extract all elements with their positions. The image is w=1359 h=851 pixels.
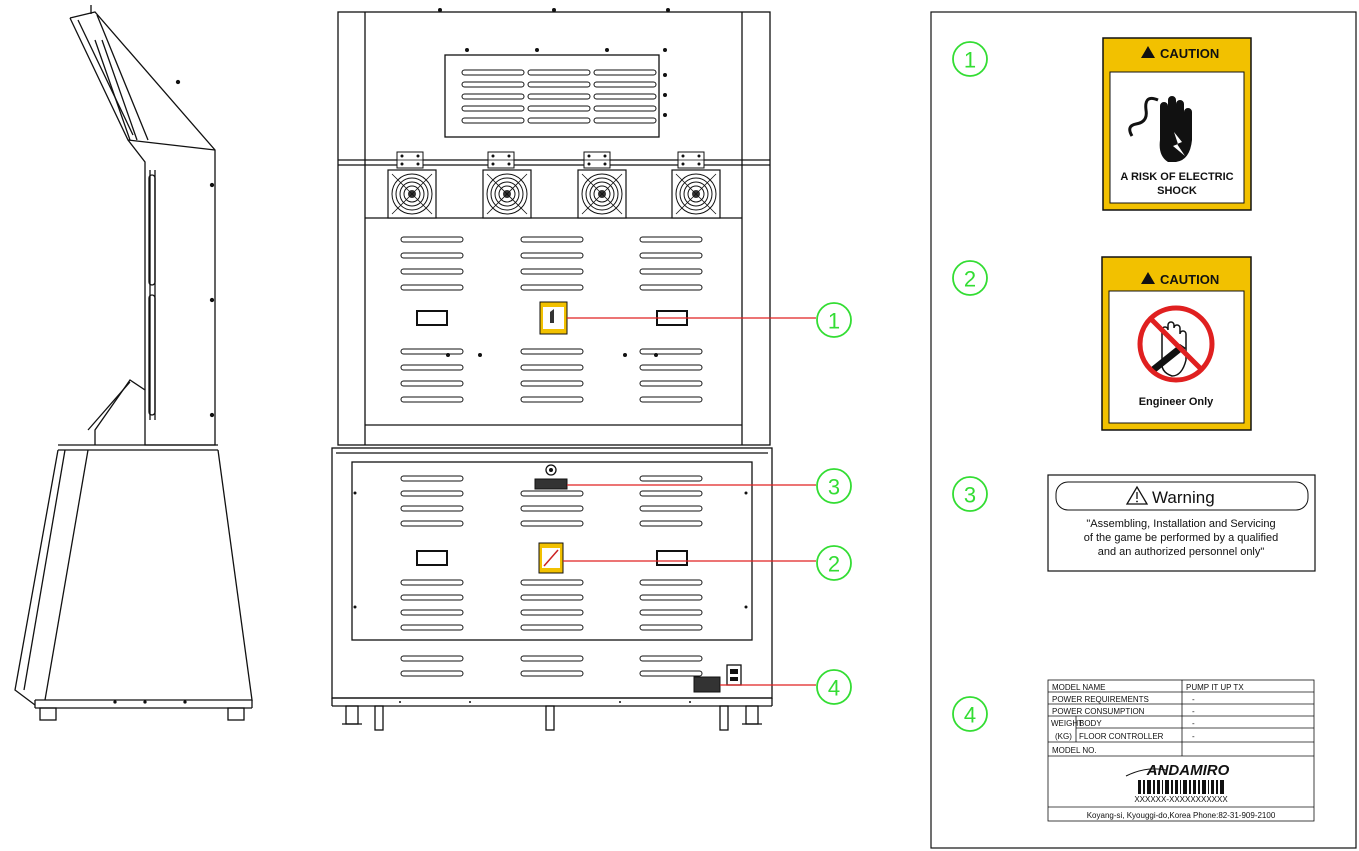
nameplate-value-power-req: - — [1192, 695, 1195, 704]
nameplate-label-power-req: POWER REQUIREMENTS — [1052, 695, 1149, 704]
sticker-2-header: CAUTION — [1160, 272, 1219, 287]
nameplate-label-floor: FLOOR CONTROLLER — [1079, 732, 1164, 741]
callout-3-circle — [816, 468, 852, 504]
leader-lines — [563, 317, 816, 686]
no-touch-icon — [1137, 305, 1215, 383]
sticker-4-marker — [693, 676, 721, 693]
warning-triangle-icon — [1125, 485, 1149, 505]
legend-callout-1-number: 1 — [964, 48, 976, 73]
warning-triangle-icon — [1141, 46, 1155, 58]
legend-callout-4 — [952, 696, 988, 732]
nameplate-value-floor: - — [1192, 732, 1195, 741]
nameplate-value-model-name: PUMP IT UP TX — [1186, 683, 1244, 692]
nameplate-value-power-cons: - — [1192, 707, 1195, 716]
sticker-3-marker — [534, 478, 568, 490]
nameplate-address: Koyang-si, Kyouggi-do,Korea Phone:82-31-… — [1087, 811, 1276, 820]
sticker-2-footer: Engineer Only — [1139, 396, 1214, 408]
callout-2-number: 2 — [828, 552, 840, 577]
sticker-3-warning: Warning "Assembling, Installation and Se… — [1047, 474, 1316, 572]
sticker-1-header: CAUTION — [1160, 46, 1219, 61]
nameplate-value-body: - — [1192, 719, 1195, 728]
nameplate-label-weight-unit: (KG) — [1055, 732, 1072, 741]
sticker-2-engineer-only: CAUTION Engineer Only — [1101, 256, 1252, 431]
legend-callout-4-number: 4 — [964, 703, 976, 728]
callout-1-number: 1 — [828, 309, 840, 334]
callout-4-circle — [816, 669, 852, 705]
sticker-1-line1: A RISK OF ELECTRIC — [1120, 171, 1233, 183]
sticker-1-line2: SHOCK — [1157, 185, 1197, 197]
legend-callout-2-number: 2 — [964, 267, 976, 292]
nameplate-serial: XXXXXX-XXXXXXXXXXX — [1134, 795, 1228, 804]
nameplate-label-model-no: MODEL NO. — [1052, 746, 1097, 755]
warning-triangle-icon — [1141, 272, 1155, 284]
sticker-1-electric-shock: CAUTION A RISK OF ELECTRIC SHOCK — [1102, 37, 1252, 211]
cabinet-side-view — [14, 5, 253, 721]
electric-hand-icon — [1128, 96, 1192, 162]
legend-callout-2 — [952, 260, 988, 296]
nameplate-label-model-name: MODEL NAME — [1052, 683, 1106, 692]
legend-callout-3 — [952, 476, 988, 512]
sticker-4-nameplate: MODEL NAME PUMP IT UP TX POWER REQUIREME… — [1047, 679, 1315, 822]
sticker-3-title: Warning — [1152, 488, 1215, 507]
sticker-3-line3: and an authorized personnel only" — [1098, 546, 1265, 558]
callout-2-circle — [816, 545, 852, 581]
cabinet-rear-view — [331, 8, 773, 731]
sticker-3-line2: of the game be performed by a qualified — [1084, 532, 1278, 544]
nameplate-label-power-cons: POWER CONSUMPTION — [1052, 707, 1145, 716]
sticker-3-line1: "Assembling, Installation and Servicing — [1086, 518, 1275, 530]
nameplate-brand-logo: ANDAMIRO — [1146, 762, 1230, 779]
callout-1-circle — [816, 302, 852, 338]
nameplate-label-weight: WEIGHT — [1051, 719, 1083, 728]
legend-callout-3-number: 3 — [964, 483, 976, 508]
nameplate-barcode — [1138, 780, 1224, 794]
callout-3-number: 3 — [828, 475, 840, 500]
nameplate-label-body: BODY — [1079, 719, 1102, 728]
legend-callout-1 — [952, 41, 988, 77]
callout-4-number: 4 — [828, 676, 840, 701]
